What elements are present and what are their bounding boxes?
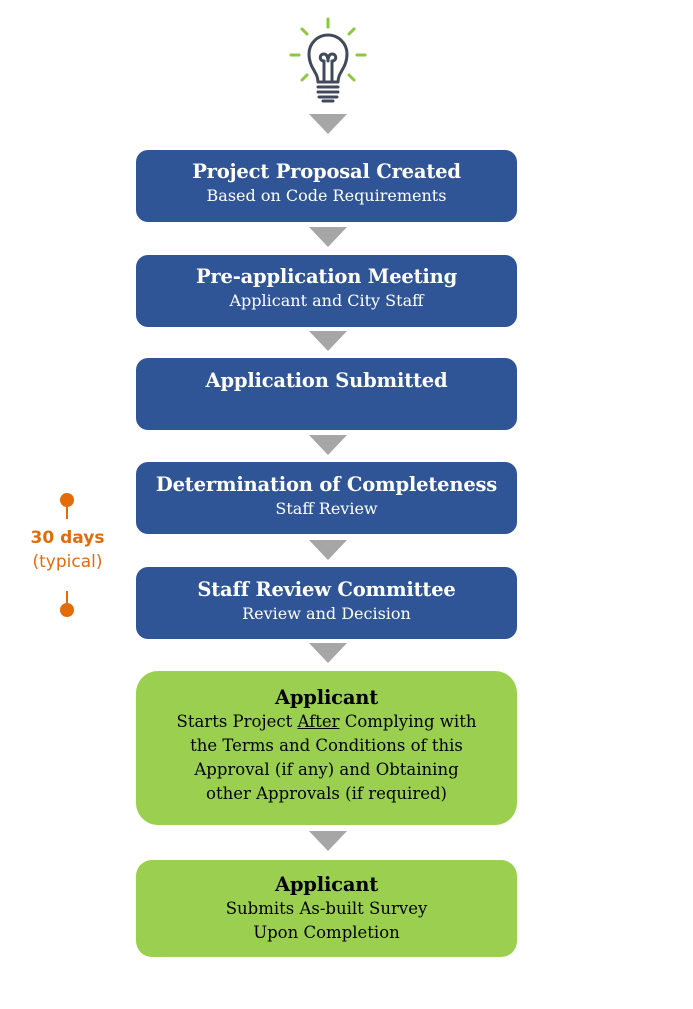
step-applicant-starts-project: Applicant Starts Project After Complying… (136, 671, 517, 825)
flow-arrow (309, 227, 347, 247)
step-subtitle: Review and Decision (242, 604, 411, 623)
text-fragment: Complying with (339, 712, 477, 731)
timeline-start-dot (60, 493, 74, 507)
flow-arrow (309, 435, 347, 455)
step-subtitle: Based on Code Requirements (206, 186, 447, 205)
flow-arrow (309, 331, 347, 351)
flow-arrow (309, 831, 347, 851)
step-application-submitted: Application Submitted (136, 358, 517, 430)
step-title: Staff Review Committee (197, 578, 456, 601)
step-line: other Approvals (if required) (206, 784, 447, 803)
step-line: Submits As-built Survey (225, 899, 428, 918)
step-title: Application Submitted (205, 369, 448, 392)
text-fragment: Starts Project (176, 712, 298, 731)
step-title: Determination of Completeness (155, 473, 498, 496)
timeline-qualifier: (typical) (32, 552, 103, 572)
lightbulb-icon (289, 17, 367, 103)
timeline-annotation: 30 days (typical) (20, 490, 115, 620)
step-line: Approval (if any) and Obtaining (194, 760, 459, 779)
timeline-duration: 30 days (30, 528, 105, 548)
step-title: Project Proposal Created (192, 160, 461, 183)
step-subtitle: Applicant and City Staff (229, 291, 424, 310)
step-pre-application-meeting: Pre-application Meeting Applicant and Ci… (136, 255, 517, 327)
underlined-word: After (297, 712, 340, 731)
step-determination-of-completeness: Determination of Completeness Staff Revi… (136, 462, 517, 534)
step-line: Starts Project After Complying with (136, 710, 517, 734)
step-staff-review-committee: Staff Review Committee Review and Decisi… (136, 567, 517, 639)
step-title: Pre-application Meeting (195, 265, 458, 288)
flow-arrow (309, 643, 347, 663)
step-title: Applicant (274, 873, 379, 896)
step-applicant-as-built-survey: Applicant Submits As-built Survey Upon C… (136, 860, 517, 957)
step-subtitle: Staff Review (275, 499, 378, 518)
flow-arrow (309, 114, 347, 134)
timeline-start-stem (66, 505, 68, 519)
timeline-end-stem (66, 591, 68, 605)
step-line: the Terms and Conditions of this (190, 736, 463, 755)
step-title: Applicant (274, 686, 379, 709)
step-line: Upon Completion (253, 923, 400, 942)
step-project-proposal: Project Proposal Created Based on Code R… (136, 150, 517, 222)
timeline-end-dot (60, 603, 74, 617)
flow-arrow (309, 540, 347, 560)
